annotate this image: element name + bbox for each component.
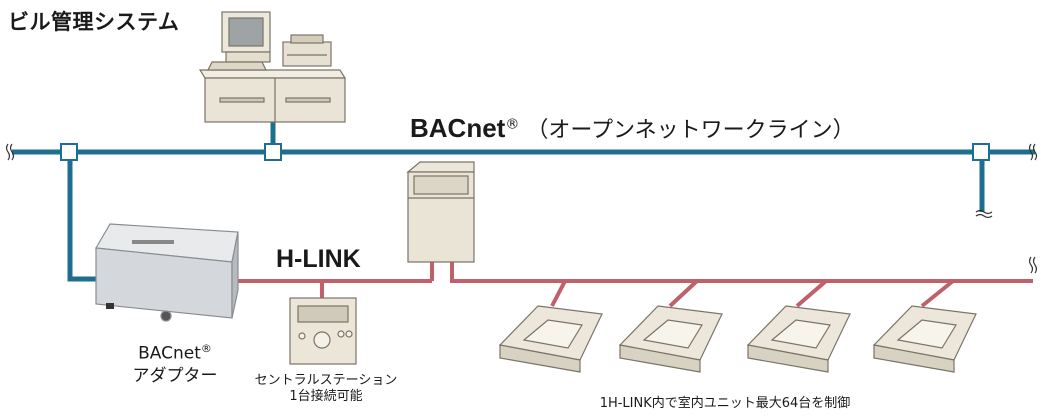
indoor-units <box>498 305 977 373</box>
bms-workstation <box>198 11 347 123</box>
hlink-main-right <box>450 262 1033 283</box>
hlink-unit1-drop <box>550 280 567 307</box>
hlink-unit2-drop <box>668 279 699 308</box>
adapter-label-name: BACnet <box>138 343 201 364</box>
adapter-connector <box>160 310 172 322</box>
bacnet-network <box>12 122 1035 282</box>
indoor-unit-4 <box>872 305 977 373</box>
bacnet-name: BACnet <box>410 113 506 143</box>
break-mark-drop-2 <box>975 213 993 219</box>
bacnet-line-label: BACnet® （オープンネットワークライン） <box>410 112 855 144</box>
station-display <box>297 305 349 323</box>
bacnet-adapter-drop <box>67 160 108 282</box>
station-button-1 <box>298 332 306 340</box>
adapter-label: BACnet® アダプター <box>104 338 246 387</box>
junction-box-center <box>264 143 282 161</box>
adapter-label-line2: アダプター <box>132 365 218 386</box>
outdoor-top <box>406 161 475 173</box>
hlink-network <box>232 262 1033 308</box>
break-mark-hlink-2 <box>1032 256 1038 274</box>
printer-top <box>290 34 324 44</box>
outdoor-grille <box>413 175 469 195</box>
outdoor-unit <box>406 161 475 263</box>
indoor-unit-2 <box>618 305 723 373</box>
break-mark-right-2 <box>1032 143 1038 161</box>
central-station-label-line1: セントラルステーション <box>254 373 398 388</box>
desk-drawer-right <box>285 97 331 103</box>
adapter-led <box>106 303 114 309</box>
adapter-label-line1: BACnet® <box>104 338 246 365</box>
junction-box-right <box>972 143 990 161</box>
central-station-label: セントラルステーション 1台接続可能 <box>246 373 406 405</box>
monitor-screen <box>228 17 264 47</box>
pc-base <box>225 51 271 63</box>
hlink-label: H-LINK <box>276 245 361 273</box>
station-button-2 <box>337 330 345 338</box>
central-station-device <box>289 297 357 365</box>
junction-boxes <box>60 143 990 161</box>
station-dial <box>313 331 331 349</box>
indoor-unit-1 <box>498 305 603 373</box>
line-break-marks <box>5 143 1038 274</box>
indoor-units-label: 1H-LINK内で室内ユニット最大64台を制御 <box>599 396 851 411</box>
central-station-label-line2: 1台接続可能 <box>289 389 363 404</box>
adapter-registered-mark: ® <box>200 342 212 355</box>
break-mark-left-2 <box>9 143 15 161</box>
break-mark-right <box>1028 143 1034 161</box>
hlink-unit4-drop <box>920 279 955 308</box>
break-mark-drop <box>975 209 993 215</box>
break-mark-hlink <box>1028 256 1034 274</box>
bacnet-adapter-device <box>95 223 239 322</box>
desk-drawer-left <box>219 97 265 103</box>
desk-top <box>198 69 347 79</box>
printer <box>282 41 332 67</box>
break-mark-left <box>5 143 11 161</box>
registered-mark: ® <box>505 116 520 133</box>
hlink-unit3-drop <box>795 279 828 308</box>
adapter-side <box>231 231 239 319</box>
indoor-unit-3 <box>746 305 851 373</box>
bacnet-description: （オープンネットワークライン） <box>526 118 855 143</box>
station-button-3 <box>345 330 353 338</box>
keyboard <box>207 61 267 71</box>
junction-box-left <box>60 143 78 161</box>
adapter-label-plate <box>132 240 174 244</box>
page-title: ビル管理システム <box>8 10 180 34</box>
